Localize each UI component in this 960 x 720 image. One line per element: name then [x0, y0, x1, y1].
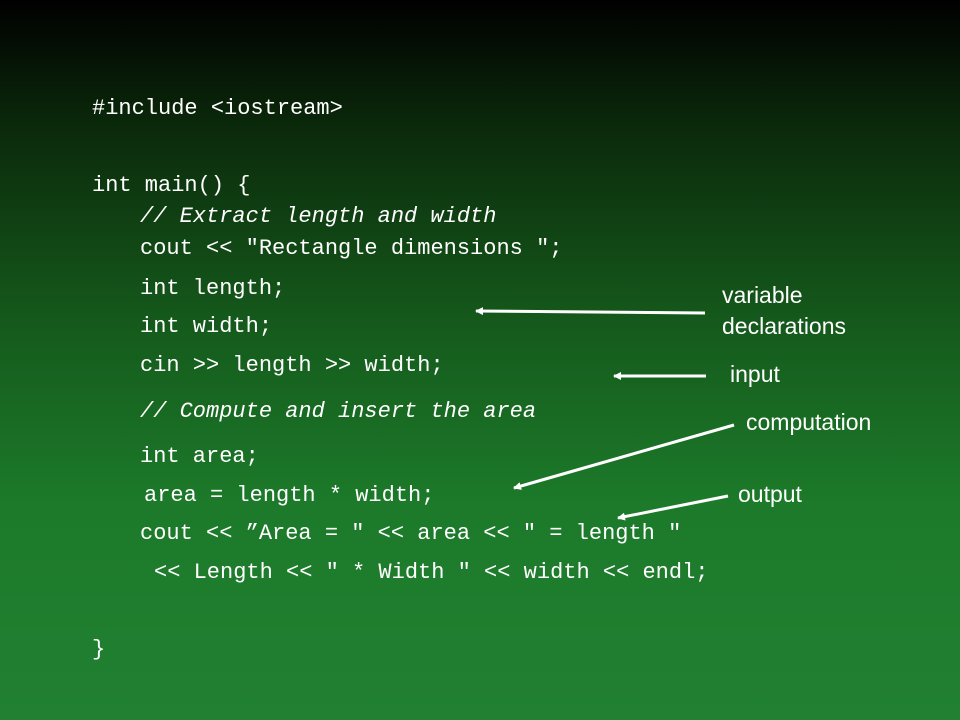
- code-line-cin: cin >> length >> width;: [140, 353, 444, 378]
- code-line-cout-prompt: cout << "Rectangle dimensions ";: [140, 236, 563, 261]
- code-comment-compute: // Compute and insert the area: [140, 399, 537, 424]
- label-variable-declarations: variable declarations: [722, 282, 847, 339]
- label-input: input: [730, 361, 780, 387]
- code-line-declare-length: int length;: [140, 276, 286, 301]
- arrow-output: [617, 494, 729, 521]
- arrow-variable-declarations: [475, 307, 706, 316]
- code-line-area-assignment: area = length * width;: [144, 483, 435, 508]
- code-line-closing-brace: }: [92, 637, 106, 662]
- code-line-include: #include <iostream>: [92, 96, 343, 121]
- code-line-main-declaration: int main() {: [92, 173, 251, 198]
- code-line-cout-area-continued: << Length << " * Width " << width << end…: [154, 560, 709, 585]
- code-line-declare-area: int area;: [140, 444, 259, 469]
- code-line-cout-area: cout << ”Area = " << area << " = length …: [140, 521, 682, 546]
- arrow-computation: [513, 423, 735, 490]
- code-comment-extract: // Extract length and width: [140, 204, 497, 229]
- label-output: output: [738, 481, 802, 507]
- label-computation: computation: [746, 409, 872, 435]
- code-line-declare-width: int width;: [140, 314, 273, 339]
